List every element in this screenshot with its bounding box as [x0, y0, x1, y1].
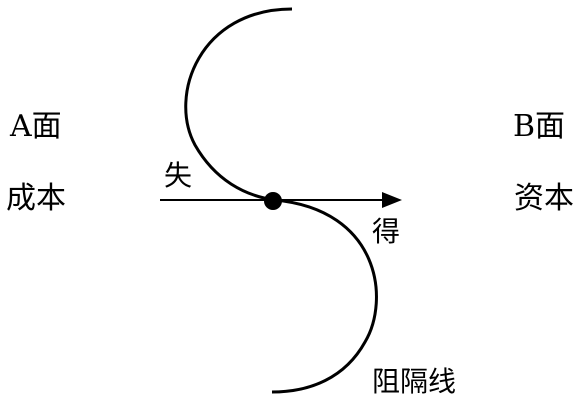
lower-arc: [271, 198, 378, 394]
capital-label: 资本: [514, 181, 574, 216]
gain-label: 得: [372, 215, 401, 248]
loss-label: 失: [164, 159, 193, 192]
cost-label: 成本: [6, 181, 66, 216]
center-dot: [264, 192, 282, 210]
b-face-label: B面: [513, 109, 566, 144]
a-face-label: A面: [10, 109, 62, 144]
arrow-head: [382, 192, 402, 208]
upper-arc: [184, 7, 293, 202]
barrier-line-label: 阻隔线: [372, 365, 457, 398]
